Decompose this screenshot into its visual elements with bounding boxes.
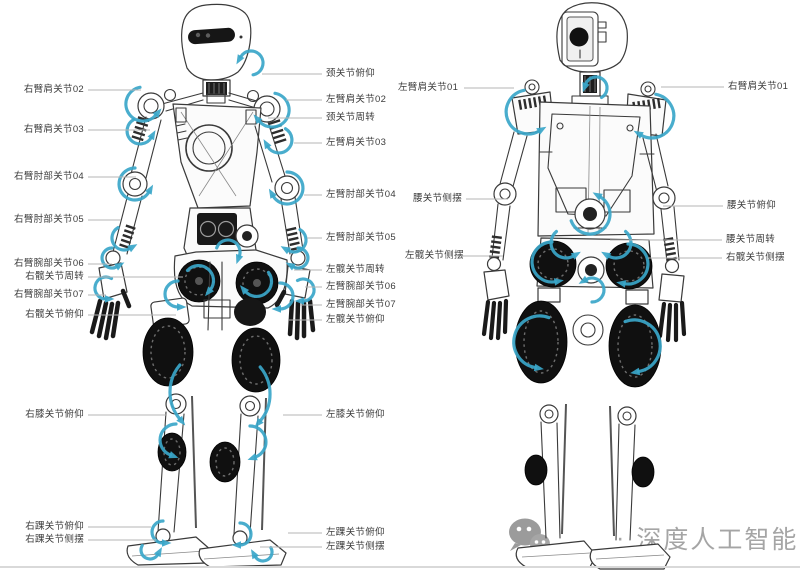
rotation-arrow bbox=[512, 314, 551, 370]
front-view-robot bbox=[89, 3, 316, 568]
thigh-motor bbox=[608, 304, 662, 388]
rotation-arrow-head bbox=[553, 278, 564, 286]
rotation-arrow-head bbox=[578, 275, 589, 284]
rotation-arrow-head bbox=[536, 126, 547, 135]
rotation-arrow-head bbox=[240, 285, 250, 295]
rotation-arrow bbox=[271, 170, 305, 206]
rotation-arrow-head bbox=[533, 363, 544, 372]
rotation-arrow bbox=[163, 279, 180, 309]
rotation-arrow-head bbox=[236, 54, 245, 65]
rotation-arrow bbox=[622, 242, 650, 286]
rotation-arrow bbox=[606, 229, 633, 260]
rotation-arrow bbox=[257, 91, 291, 129]
rotation-arrow bbox=[150, 519, 165, 545]
rotation-arrow bbox=[530, 240, 558, 284]
rotation-arrow-head bbox=[127, 244, 138, 253]
rotation-arrow bbox=[238, 521, 253, 547]
rotation-arrow-head bbox=[236, 253, 244, 265]
rotation-arrow-head bbox=[271, 305, 281, 313]
rotation-arrow bbox=[248, 424, 268, 459]
rotation-arrow-head bbox=[633, 130, 644, 139]
rotation-arrow-head bbox=[268, 188, 277, 199]
rotation-arrow bbox=[258, 365, 272, 423]
rotation-arrow-head bbox=[285, 262, 296, 271]
hand-fingers bbox=[481, 298, 509, 341]
watermark-separator: · bbox=[616, 523, 627, 552]
rotation-arrow bbox=[243, 270, 274, 299]
rotation-arrow bbox=[253, 545, 274, 563]
leader-lines bbox=[88, 73, 724, 548]
rotation-arrow bbox=[584, 276, 606, 304]
joint-rotation-arrows bbox=[93, 49, 676, 563]
rotation-arrow bbox=[639, 92, 676, 140]
rotation-arrow bbox=[215, 238, 242, 258]
rotation-arrow-head bbox=[154, 547, 162, 558]
rotation-arrow-head bbox=[630, 367, 641, 376]
rotation-arrow-head bbox=[247, 453, 258, 461]
rotation-arrow-head bbox=[251, 549, 259, 560]
rotation-arrow-head bbox=[616, 280, 627, 288]
rotation-arrow bbox=[623, 318, 662, 374]
rotation-arrow-head bbox=[294, 297, 304, 305]
rotation-arrow bbox=[168, 363, 182, 421]
rotation-arrow-head bbox=[152, 108, 162, 119]
rotation-arrow-head bbox=[147, 130, 156, 141]
rotation-arrow bbox=[584, 75, 609, 100]
rotation-arrow bbox=[569, 195, 612, 236]
rotation-arrow-head bbox=[253, 114, 263, 125]
rotation-arrow-head bbox=[205, 286, 214, 297]
rotation-arrow bbox=[100, 246, 119, 270]
rotation-arrow-head bbox=[105, 295, 115, 303]
hand-fingers bbox=[657, 300, 687, 343]
rotation-arrow-head bbox=[176, 415, 186, 426]
rotation-arrow-head bbox=[145, 184, 154, 195]
rotation-arrow bbox=[124, 85, 158, 123]
rotation-arrow bbox=[158, 422, 178, 457]
rotation-arrow bbox=[239, 49, 265, 77]
rotation-arrow bbox=[286, 228, 308, 254]
rotation-arrow bbox=[125, 118, 153, 146]
wechat-icon bbox=[509, 518, 551, 558]
rotation-arrow bbox=[139, 543, 160, 561]
rotation-arrow-head bbox=[570, 251, 581, 260]
rotation-arrow-head bbox=[177, 303, 187, 311]
thigh-motor bbox=[231, 327, 281, 393]
rotation-arrow-head bbox=[592, 192, 603, 201]
rotation-arrow bbox=[266, 127, 294, 155]
rotation-arrow-head bbox=[162, 539, 172, 547]
bottom-divider-line bbox=[0, 566, 800, 568]
thigh-motor bbox=[514, 300, 568, 384]
rotation-arrow-head bbox=[582, 82, 590, 93]
rotation-arrow-head bbox=[254, 417, 264, 428]
rotation-arrow bbox=[117, 166, 151, 202]
rotation-arrow bbox=[110, 226, 132, 252]
head-visor bbox=[188, 27, 235, 45]
rotation-arrow-head bbox=[231, 541, 241, 549]
rotation-arrow-head bbox=[168, 451, 179, 459]
rotation-arrow bbox=[185, 263, 216, 292]
rotation-arrow bbox=[291, 246, 310, 270]
head-camera bbox=[569, 27, 589, 47]
rotation-arrow bbox=[549, 229, 576, 260]
rotation-arrow bbox=[278, 281, 295, 311]
hand-fingers bbox=[89, 288, 132, 341]
rotation-arrow-head bbox=[280, 246, 291, 255]
rotation-arrow bbox=[504, 88, 541, 136]
rotation-arrow-head bbox=[601, 251, 612, 260]
rotation-arrow-head bbox=[263, 139, 272, 150]
rotation-arrow-head bbox=[114, 262, 125, 271]
